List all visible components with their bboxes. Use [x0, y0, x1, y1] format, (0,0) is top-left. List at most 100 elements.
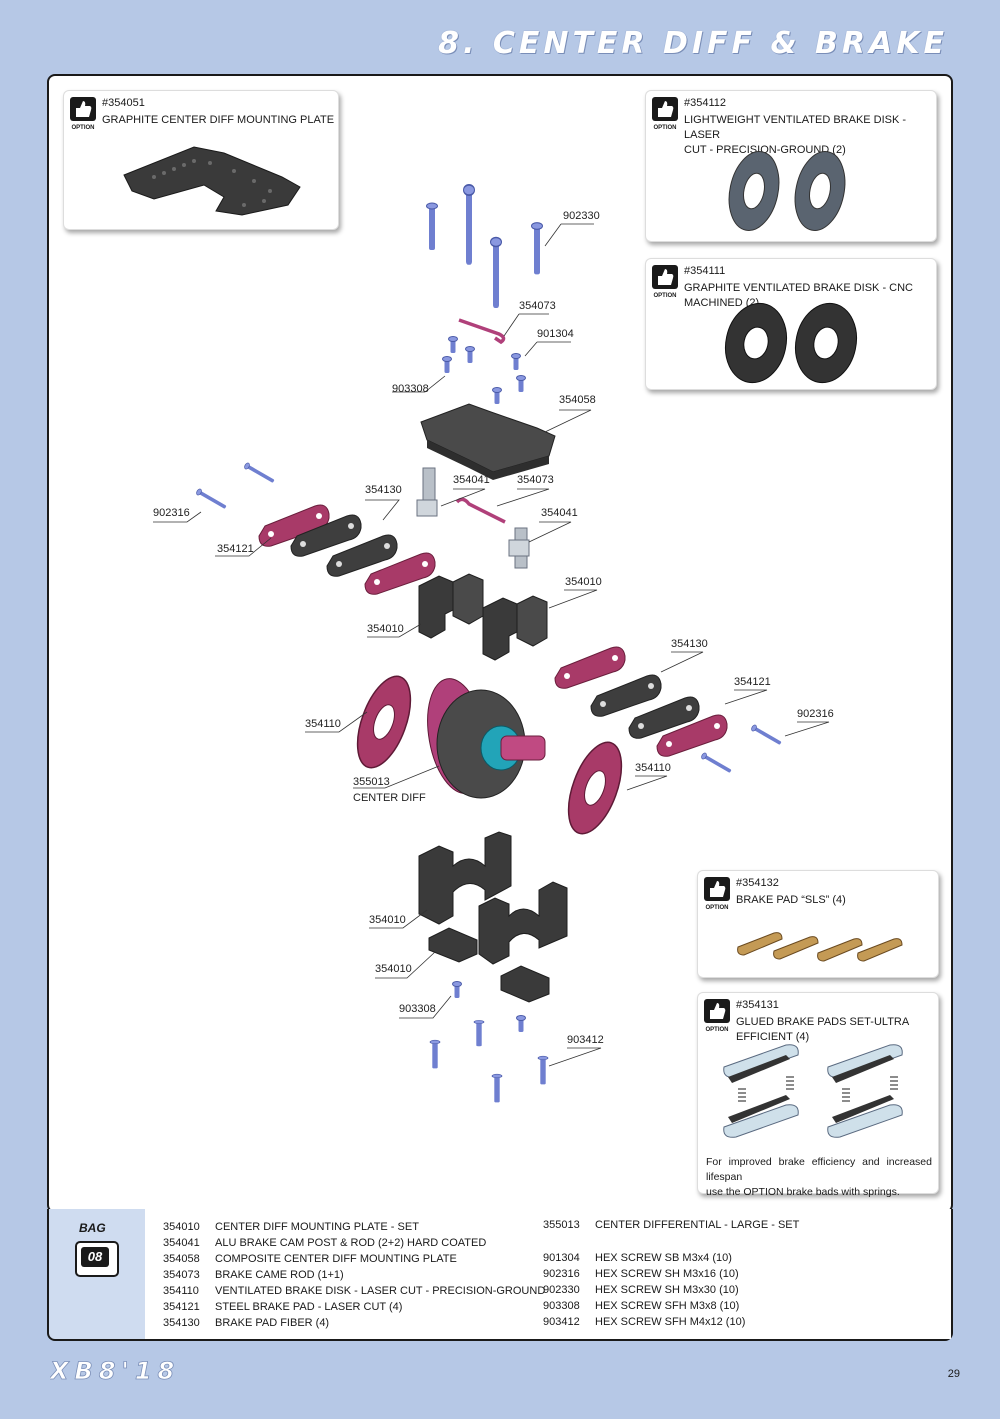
screw-903412-d: [491, 1073, 503, 1103]
diff-mount-lower-b: [478, 881, 568, 965]
screw-903308-c: [516, 375, 526, 393]
diff-mount-upper-a: [418, 573, 484, 639]
option-box-354051: OPTION #354051 GRAPHITE CENTER DIFF MOUN…: [63, 90, 339, 230]
svg-text:OPTION: OPTION: [705, 905, 728, 911]
option-name: LIGHTWEIGHT VENTILATED BRAKE DISK - LASE…: [684, 114, 907, 156]
thumbs-up-icon: OPTION: [652, 265, 678, 299]
option-box-354131: OPTION #354131 GLUED BRAKE PADS SET-ULTR…: [697, 992, 939, 1198]
diff-mount-lower-a: [418, 831, 512, 925]
svg-text:OPTION: OPTION: [653, 293, 676, 299]
screw-903412-a: [473, 1019, 485, 1047]
callout-label: 354121: [217, 543, 254, 555]
callout-label: 903308: [392, 383, 429, 395]
callout-label: CENTER DIFF: [353, 792, 426, 804]
callout-label: 355013: [353, 776, 390, 788]
diff-mount-upper-b: [482, 595, 548, 661]
callout-label: 354010: [375, 963, 412, 975]
brake-pad-354121-right-a: [554, 646, 626, 689]
option-box-354111: OPTION #354111 GRAPHITE VENTILATED BRAKE…: [645, 258, 937, 390]
glued-pads-image: [723, 1044, 903, 1138]
sls-pad-image: [737, 932, 903, 962]
screw-902330-a: [426, 202, 438, 251]
brake-cam-post-b: [508, 527, 530, 569]
screw-902316-c: [750, 723, 783, 747]
option-name: GRAPHITE CENTER DIFF MOUNTING PLATE: [102, 114, 335, 126]
callout-label: 354110: [305, 718, 341, 730]
option-note: For improved brake efficiency and increa…: [706, 1156, 932, 1198]
screw-903308-b: [492, 387, 502, 405]
screw-902316-d: [700, 751, 733, 775]
screw-902316-a: [195, 487, 228, 511]
callout-label: 354058: [559, 394, 596, 406]
callout-label: 354010: [369, 914, 406, 926]
option-name: BRAKE PAD “SLS” (4): [736, 894, 846, 906]
option-number: #354131: [736, 999, 779, 1011]
callout-label: 901304: [537, 328, 574, 340]
screw-901304-a: [448, 336, 458, 354]
cam-block-a: [428, 927, 478, 963]
callout-label: 354010: [565, 576, 602, 588]
option-name: GRAPHITE VENTILATED BRAKE DISK - CNC MAC…: [684, 282, 914, 309]
callout-label: 354041: [541, 507, 578, 519]
callout-label: 354041: [453, 474, 490, 486]
callout-label: 903308: [399, 1003, 436, 1015]
thumbs-up-icon: OPTION: [704, 877, 730, 911]
bag-number: 08: [81, 1247, 109, 1267]
screw-902330-c: [489, 236, 503, 309]
screw-903412-c: [537, 1055, 549, 1085]
svg-text:OPTION: OPTION: [705, 1027, 728, 1033]
callout-label: 354130: [671, 638, 708, 650]
graphite-disk-image: [724, 302, 858, 384]
page-number: 29: [947, 1368, 960, 1380]
screw-901304-c: [511, 353, 521, 371]
bag-label: BAG: [79, 1221, 106, 1235]
svg-text:OPTION: OPTION: [71, 125, 94, 131]
brand-logo: XB8'18: [50, 1357, 175, 1383]
mounting-plate-edge: [427, 440, 549, 480]
brake-cam-post-a: [416, 467, 438, 517]
page-title: 8. CENTER DIFF & BRAKE: [438, 26, 948, 61]
screw-903308-a: [442, 356, 452, 374]
option-number: #354051: [102, 97, 145, 109]
callout-label: 354073: [519, 300, 556, 312]
callout-label: 354010: [367, 623, 404, 635]
brake-cam-rod-mid: [455, 497, 506, 524]
callout-label: 354121: [734, 676, 771, 688]
callout-label: 354130: [365, 484, 402, 496]
callout-label: 903412: [567, 1034, 604, 1046]
option-number: #354132: [736, 877, 779, 889]
screw-902316-b: [243, 461, 276, 485]
option-box-354112: OPTION #354112 LIGHTWEIGHT VENTILATED BR…: [645, 90, 937, 242]
screw-903412-b: [429, 1039, 441, 1069]
callout-label: 902330: [563, 210, 600, 222]
callout-label: 354110: [635, 762, 671, 774]
diagram-panel: 902330 354073 901304 903308 354058 35413…: [47, 74, 953, 1213]
callout-label: 902316: [153, 507, 190, 519]
leader-lines: [153, 223, 830, 1067]
screw-901304-b: [465, 346, 475, 364]
cam-block-b: [500, 965, 550, 1003]
brake-cam-rod-top: [458, 318, 506, 345]
lightweight-disk-image: [728, 151, 846, 231]
screw-903308-e: [516, 1015, 526, 1033]
svg-text:OPTION: OPTION: [653, 125, 676, 131]
callout-label: 902316: [797, 708, 834, 720]
brake-pad-fiber-right-a: [590, 674, 662, 717]
brake-disk-right: [557, 734, 633, 842]
center-diff-assembly: [427, 678, 546, 799]
graphite-plate-image: [123, 146, 301, 216]
